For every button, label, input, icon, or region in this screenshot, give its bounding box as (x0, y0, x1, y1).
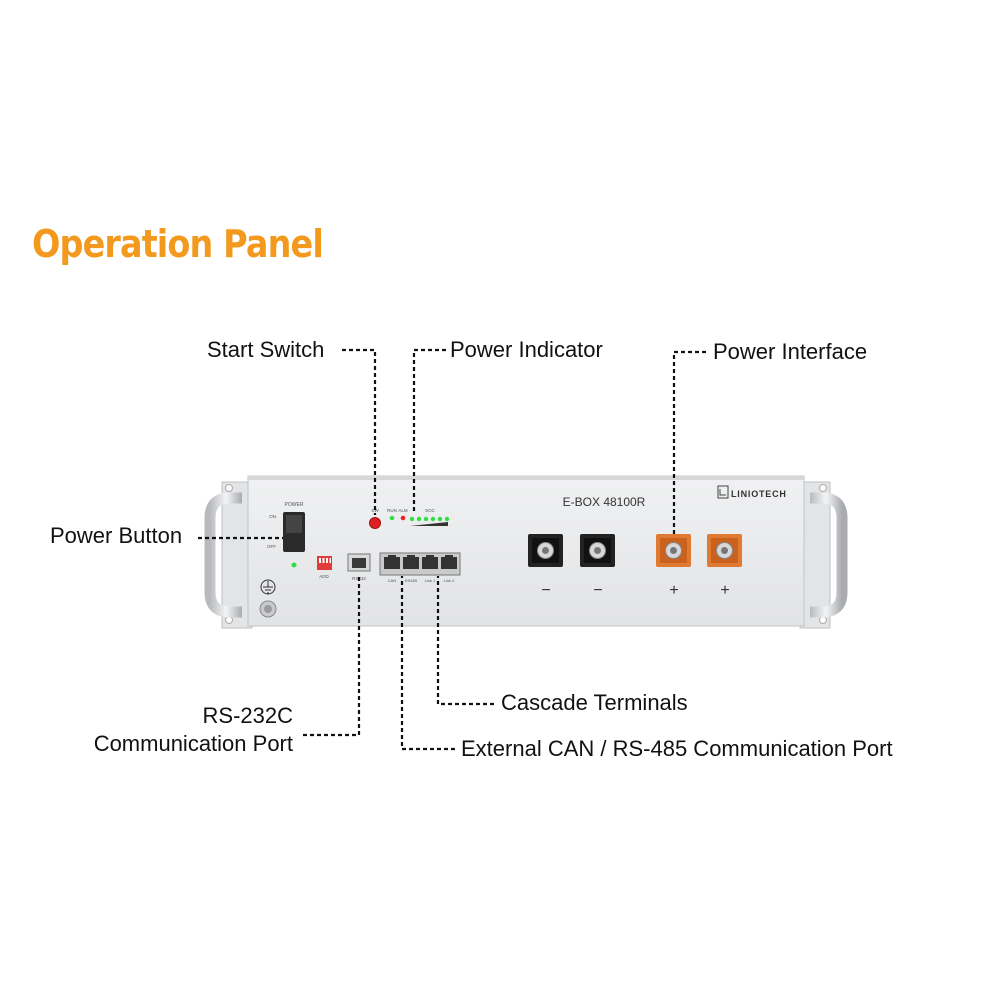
terminal-sign-4: + (720, 582, 729, 599)
brand-name: LINIOTECH (731, 489, 787, 499)
link2-port[interactable] (441, 555, 457, 569)
link1-port[interactable] (422, 555, 438, 569)
power-led (291, 562, 297, 568)
brand-logo-icon (717, 485, 729, 499)
negative-terminal-1[interactable] (528, 534, 563, 567)
can-port[interactable] (384, 555, 400, 569)
leader-external-can (400, 576, 455, 751)
label-power-interface: Power Interface (713, 339, 868, 364)
page-title: Operation Panel (32, 222, 324, 266)
leader-start-switch (342, 348, 377, 515)
power-switch-label: POWER (285, 502, 304, 508)
leader-rs232 (303, 575, 361, 737)
switch-off-label: OFF (267, 544, 276, 549)
terminal-sign-3: + (669, 582, 678, 599)
ground-icon (260, 579, 276, 595)
label-start-switch: Start Switch (207, 337, 325, 362)
soc-leds (409, 516, 450, 522)
port-label-rs485: RS485 (405, 578, 418, 583)
switch-on-label: ON (269, 514, 276, 519)
terminal-sign-1: − (541, 582, 550, 599)
sw-label: SW (371, 508, 379, 513)
leader-cascade (436, 576, 494, 706)
terminal-sign-2: − (593, 582, 602, 599)
start-switch[interactable] (369, 517, 381, 529)
label-cascade-terminals: Cascade Terminals (501, 690, 688, 715)
port-label-can: CAN (388, 578, 397, 583)
positive-terminal-1[interactable] (656, 534, 691, 567)
positive-terminal-2[interactable] (707, 534, 742, 567)
dip-label: ADD (319, 574, 329, 579)
run-led (389, 515, 395, 521)
rs485-port[interactable] (403, 555, 419, 569)
ground-screw (259, 600, 277, 618)
port-label-link2: Link 2 (444, 578, 455, 583)
run-label: RUN (387, 508, 397, 513)
soc-label: SOC (425, 508, 436, 513)
negative-terminal-2[interactable] (580, 534, 615, 567)
model-label: E-BOX 48100R (563, 495, 646, 509)
alarm-led (400, 515, 406, 521)
power-button[interactable] (283, 512, 305, 552)
right-rack-ear (799, 481, 848, 629)
leader-power-indicator (412, 348, 446, 512)
label-power-button: Power Button (50, 523, 183, 548)
leader-power-interface (672, 350, 706, 534)
port-label-link1: Link 1 (425, 578, 436, 583)
label-rs232-line2: Communication Port (93, 731, 293, 756)
soc-wedge (410, 522, 448, 526)
rs232-port[interactable] (347, 553, 371, 572)
label-rs232-line1: RS-232C (202, 703, 293, 728)
label-external-can: External CAN / RS-485 Communication Port (461, 736, 893, 761)
label-power-indicator: Power Indicator (450, 337, 603, 362)
dip-switch[interactable] (317, 556, 332, 570)
left-rack-ear (204, 481, 253, 629)
alm-label: ALM (398, 508, 408, 513)
